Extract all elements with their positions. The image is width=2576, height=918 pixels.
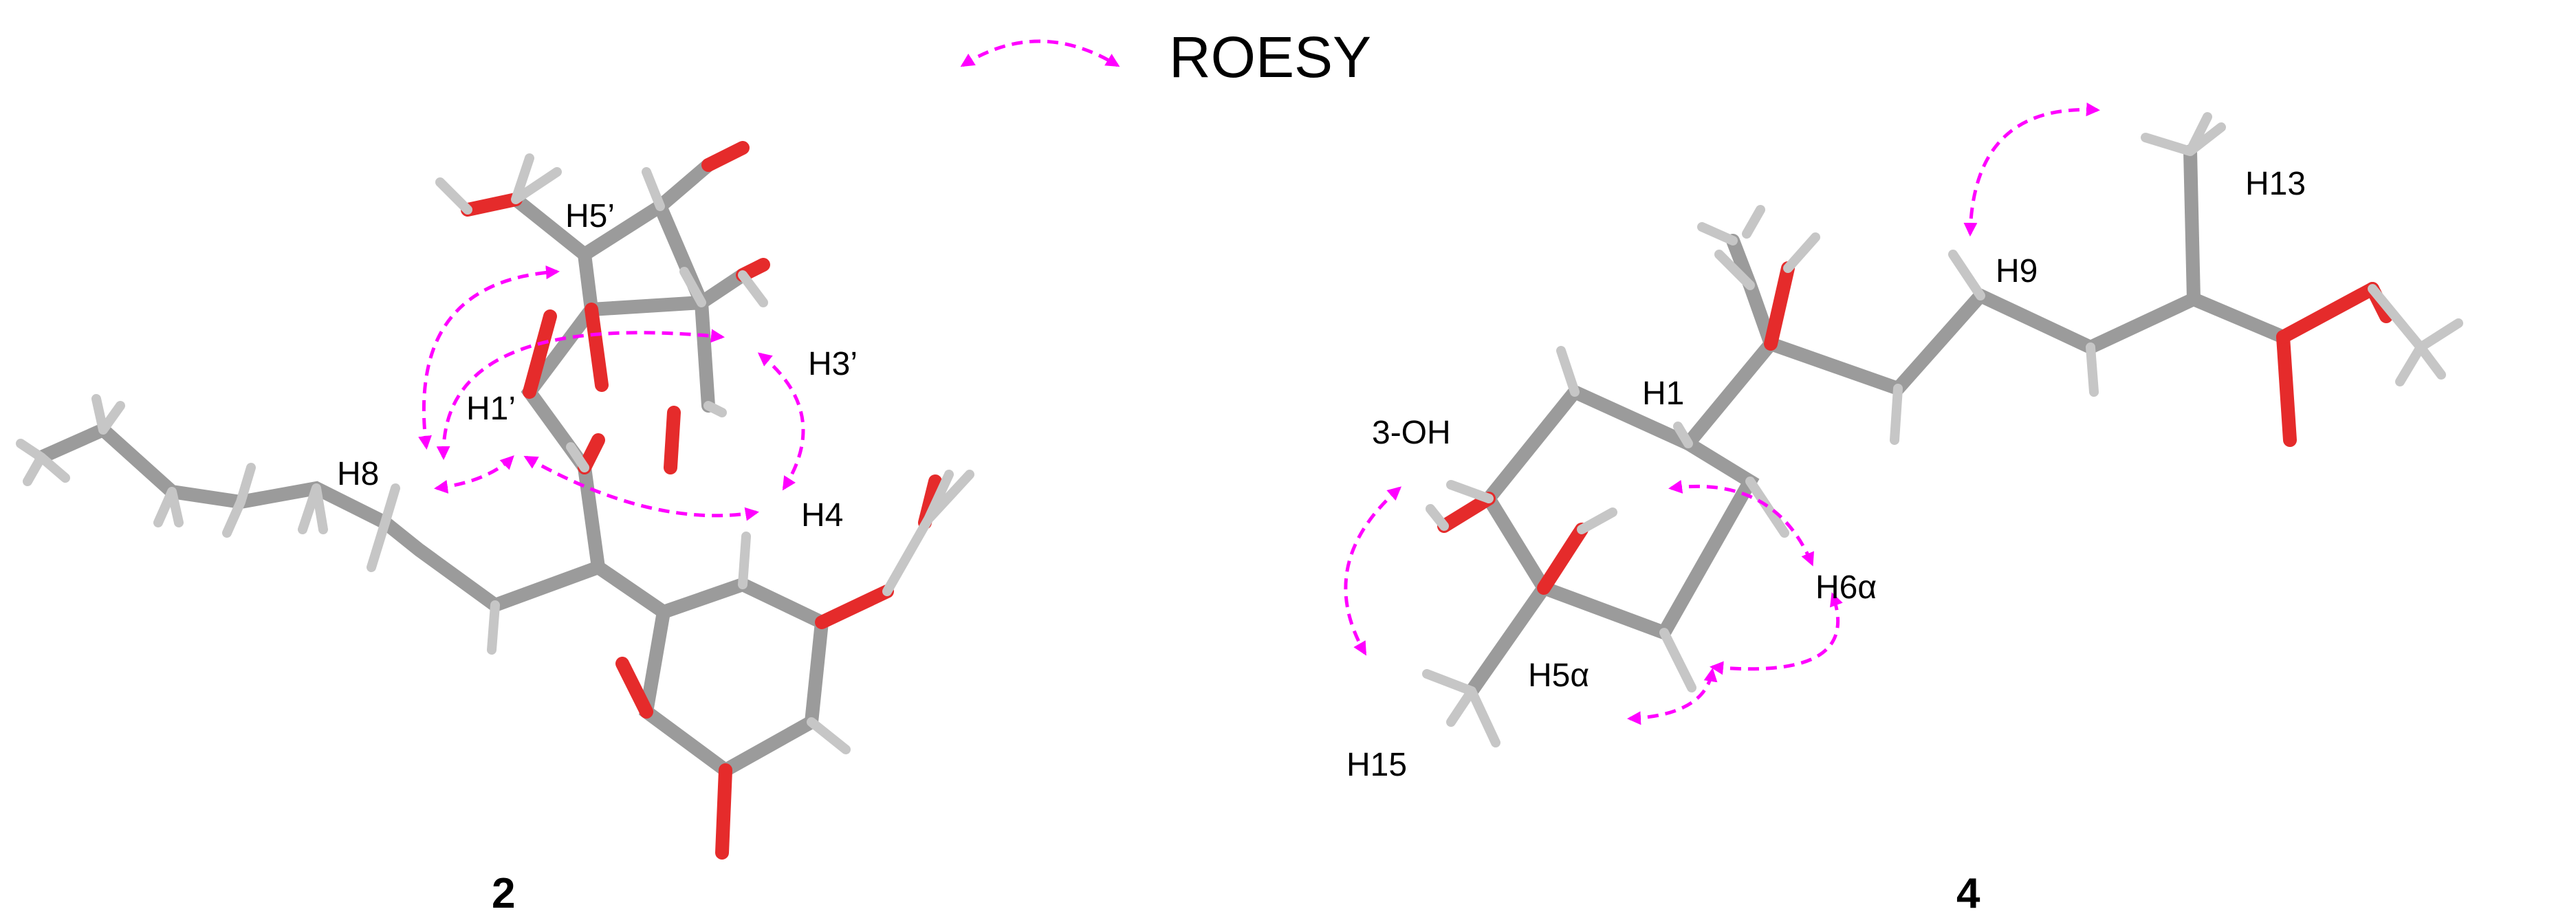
compound-number: 2 — [492, 870, 515, 917]
label-h6a: H6α — [1815, 569, 1877, 606]
legend-roesy-arrow — [960, 39, 1120, 67]
compound-4-correlations — [1344, 102, 2100, 725]
label-h15: H15 — [1346, 747, 1407, 783]
compound-2-correlations — [418, 265, 805, 521]
legend: ROESY — [960, 25, 1371, 89]
label-h9: H9 — [1996, 253, 2038, 289]
label-h1: H1 — [1642, 375, 1684, 412]
compound-4-structure: H13 H9 H1 3-OH H6α H5α H15 4 — [1344, 102, 2463, 917]
compound-4-labels: H13 H9 H1 3-OH H6α H5α H15 — [1346, 166, 2306, 783]
legend-label: ROESY — [1169, 25, 1371, 89]
label-3-oh: 3-OH — [1372, 415, 1451, 451]
label-h4: H4 — [801, 497, 843, 534]
label-h8: H8 — [337, 456, 379, 492]
label-h3p: H3’ — [808, 346, 858, 382]
label-h5a: H5α — [1528, 657, 1589, 694]
compound-2-structure: H5’ H3’ H1’ H8 H4 2 — [16, 141, 974, 917]
compound-2-labels: H5’ H3’ H1’ H8 H4 — [337, 198, 858, 534]
label-h1p: H1’ — [466, 391, 516, 427]
label-h13: H13 — [2245, 166, 2306, 202]
label-h5p: H5’ — [565, 198, 615, 234]
compound-number: 4 — [1956, 870, 1980, 917]
